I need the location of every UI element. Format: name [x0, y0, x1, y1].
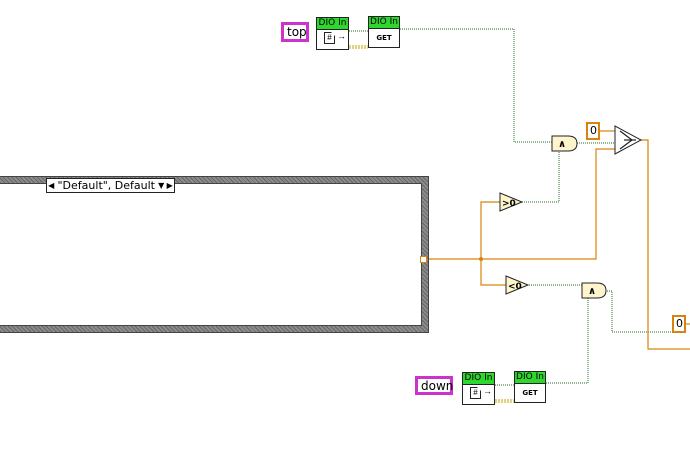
- wire-down-get-to-and2: [546, 298, 589, 384]
- zero-lower-text: 0: [676, 317, 683, 330]
- wire-gt0-to-and: [522, 151, 560, 203]
- zero-constant-upper[interactable]: 0: [586, 122, 600, 140]
- ref-num-icon: #: [324, 32, 335, 44]
- case-structure[interactable]: [0, 176, 429, 333]
- select-primitive[interactable]: [614, 125, 643, 155]
- triangle-down-icon[interactable]: ▼: [158, 181, 165, 190]
- case-selector[interactable]: ◀ "Default", Default ▼ ▶: [46, 178, 175, 193]
- and-upper-label: ∧: [558, 139, 566, 150]
- dio-in-get-header: DIO In: [369, 17, 399, 29]
- and-lower-label: ∧: [588, 286, 596, 297]
- arrow-right-icon: →: [337, 31, 346, 41]
- dio-in-get-label: GET: [522, 388, 538, 397]
- zero-constant-lower[interactable]: 0: [672, 315, 686, 333]
- top-string-constant[interactable]: top: [281, 22, 309, 42]
- and-gate-upper[interactable]: ∧: [551, 135, 578, 152]
- less-than-zero-primitive[interactable]: <0: [505, 275, 530, 295]
- and-gate-lower[interactable]: ∧: [581, 282, 607, 299]
- dio-in-ref-header: DIO In: [317, 18, 348, 30]
- gt0-label: >0: [502, 199, 516, 209]
- case-structure-pane: [0, 183, 422, 326]
- dio-in-get-node-top[interactable]: DIO In GET: [368, 16, 400, 48]
- lt0-label: <0: [508, 282, 522, 292]
- down-string-constant[interactable]: down: [415, 376, 453, 395]
- dio-in-ref-header: DIO In: [463, 373, 494, 385]
- ref-num-icon: #: [470, 387, 481, 399]
- case-output-tunnel[interactable]: [420, 256, 427, 263]
- wire-top-get-to-and: [400, 28, 552, 143]
- wire-tunnel-main: [427, 148, 615, 260]
- top-constant-text: top: [287, 25, 307, 39]
- dio-in-get-node-down[interactable]: DIO In GET: [514, 371, 546, 403]
- wire-to-lt0: [480, 259, 506, 286]
- down-constant-text: down: [421, 379, 454, 393]
- dio-in-get-header: DIO In: [515, 372, 545, 384]
- arrow-right-icon: →: [483, 386, 492, 396]
- greater-than-zero-primitive[interactable]: >0: [499, 192, 524, 212]
- case-selector-value: "Default", Default: [57, 179, 156, 192]
- triangle-right-icon[interactable]: ▶: [166, 181, 173, 190]
- dio-in-get-label: GET: [376, 33, 392, 42]
- zero-upper-text: 0: [590, 124, 597, 137]
- wire-select-out: [641, 139, 690, 350]
- wire-and2-to-right: [605, 290, 672, 333]
- dio-in-ref-node-top[interactable]: DIO In # →: [316, 17, 349, 50]
- wire-junction-dot: [479, 257, 483, 261]
- dio-in-ref-node-down[interactable]: DIO In # →: [462, 372, 495, 405]
- wire-to-gt0: [480, 201, 500, 259]
- triangle-left-icon[interactable]: ◀: [48, 181, 55, 190]
